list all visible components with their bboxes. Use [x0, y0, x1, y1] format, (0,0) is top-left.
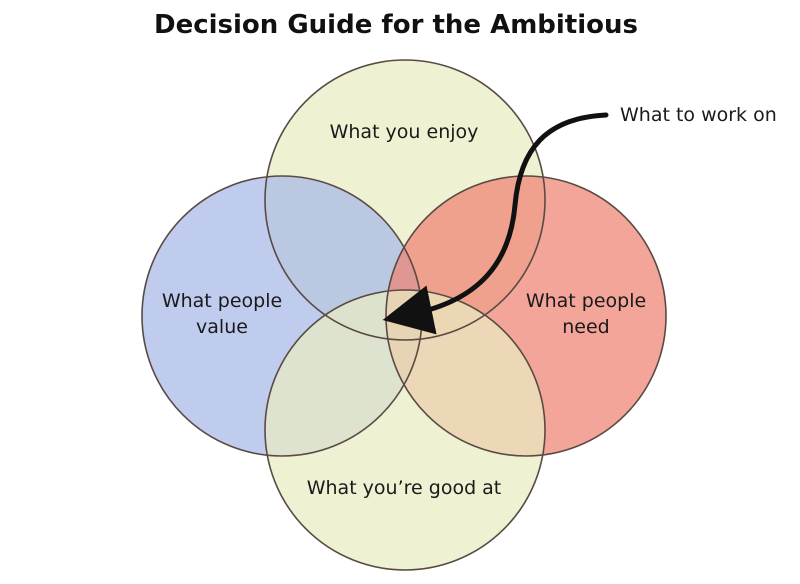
label-what-people-need-line2: need — [562, 316, 609, 338]
callout-what-to-work-on: What to work on — [620, 104, 777, 126]
circle-what-youre-good-at — [265, 290, 545, 570]
diagram-title: Decision Guide for the Ambitious — [154, 10, 638, 40]
label-what-people-need-line1: What people — [526, 290, 646, 312]
label-what-you-enjoy: What you enjoy — [330, 121, 479, 143]
label-what-people-value-line1: What people — [162, 290, 282, 312]
label-what-youre-good-at: What you’re good at — [307, 477, 502, 499]
circle-outline-enjoy — [264, 59, 546, 341]
label-what-people-value-line2: value — [196, 316, 248, 338]
circle-fills — [142, 60, 666, 570]
callout-arrow — [382, 112, 609, 335]
